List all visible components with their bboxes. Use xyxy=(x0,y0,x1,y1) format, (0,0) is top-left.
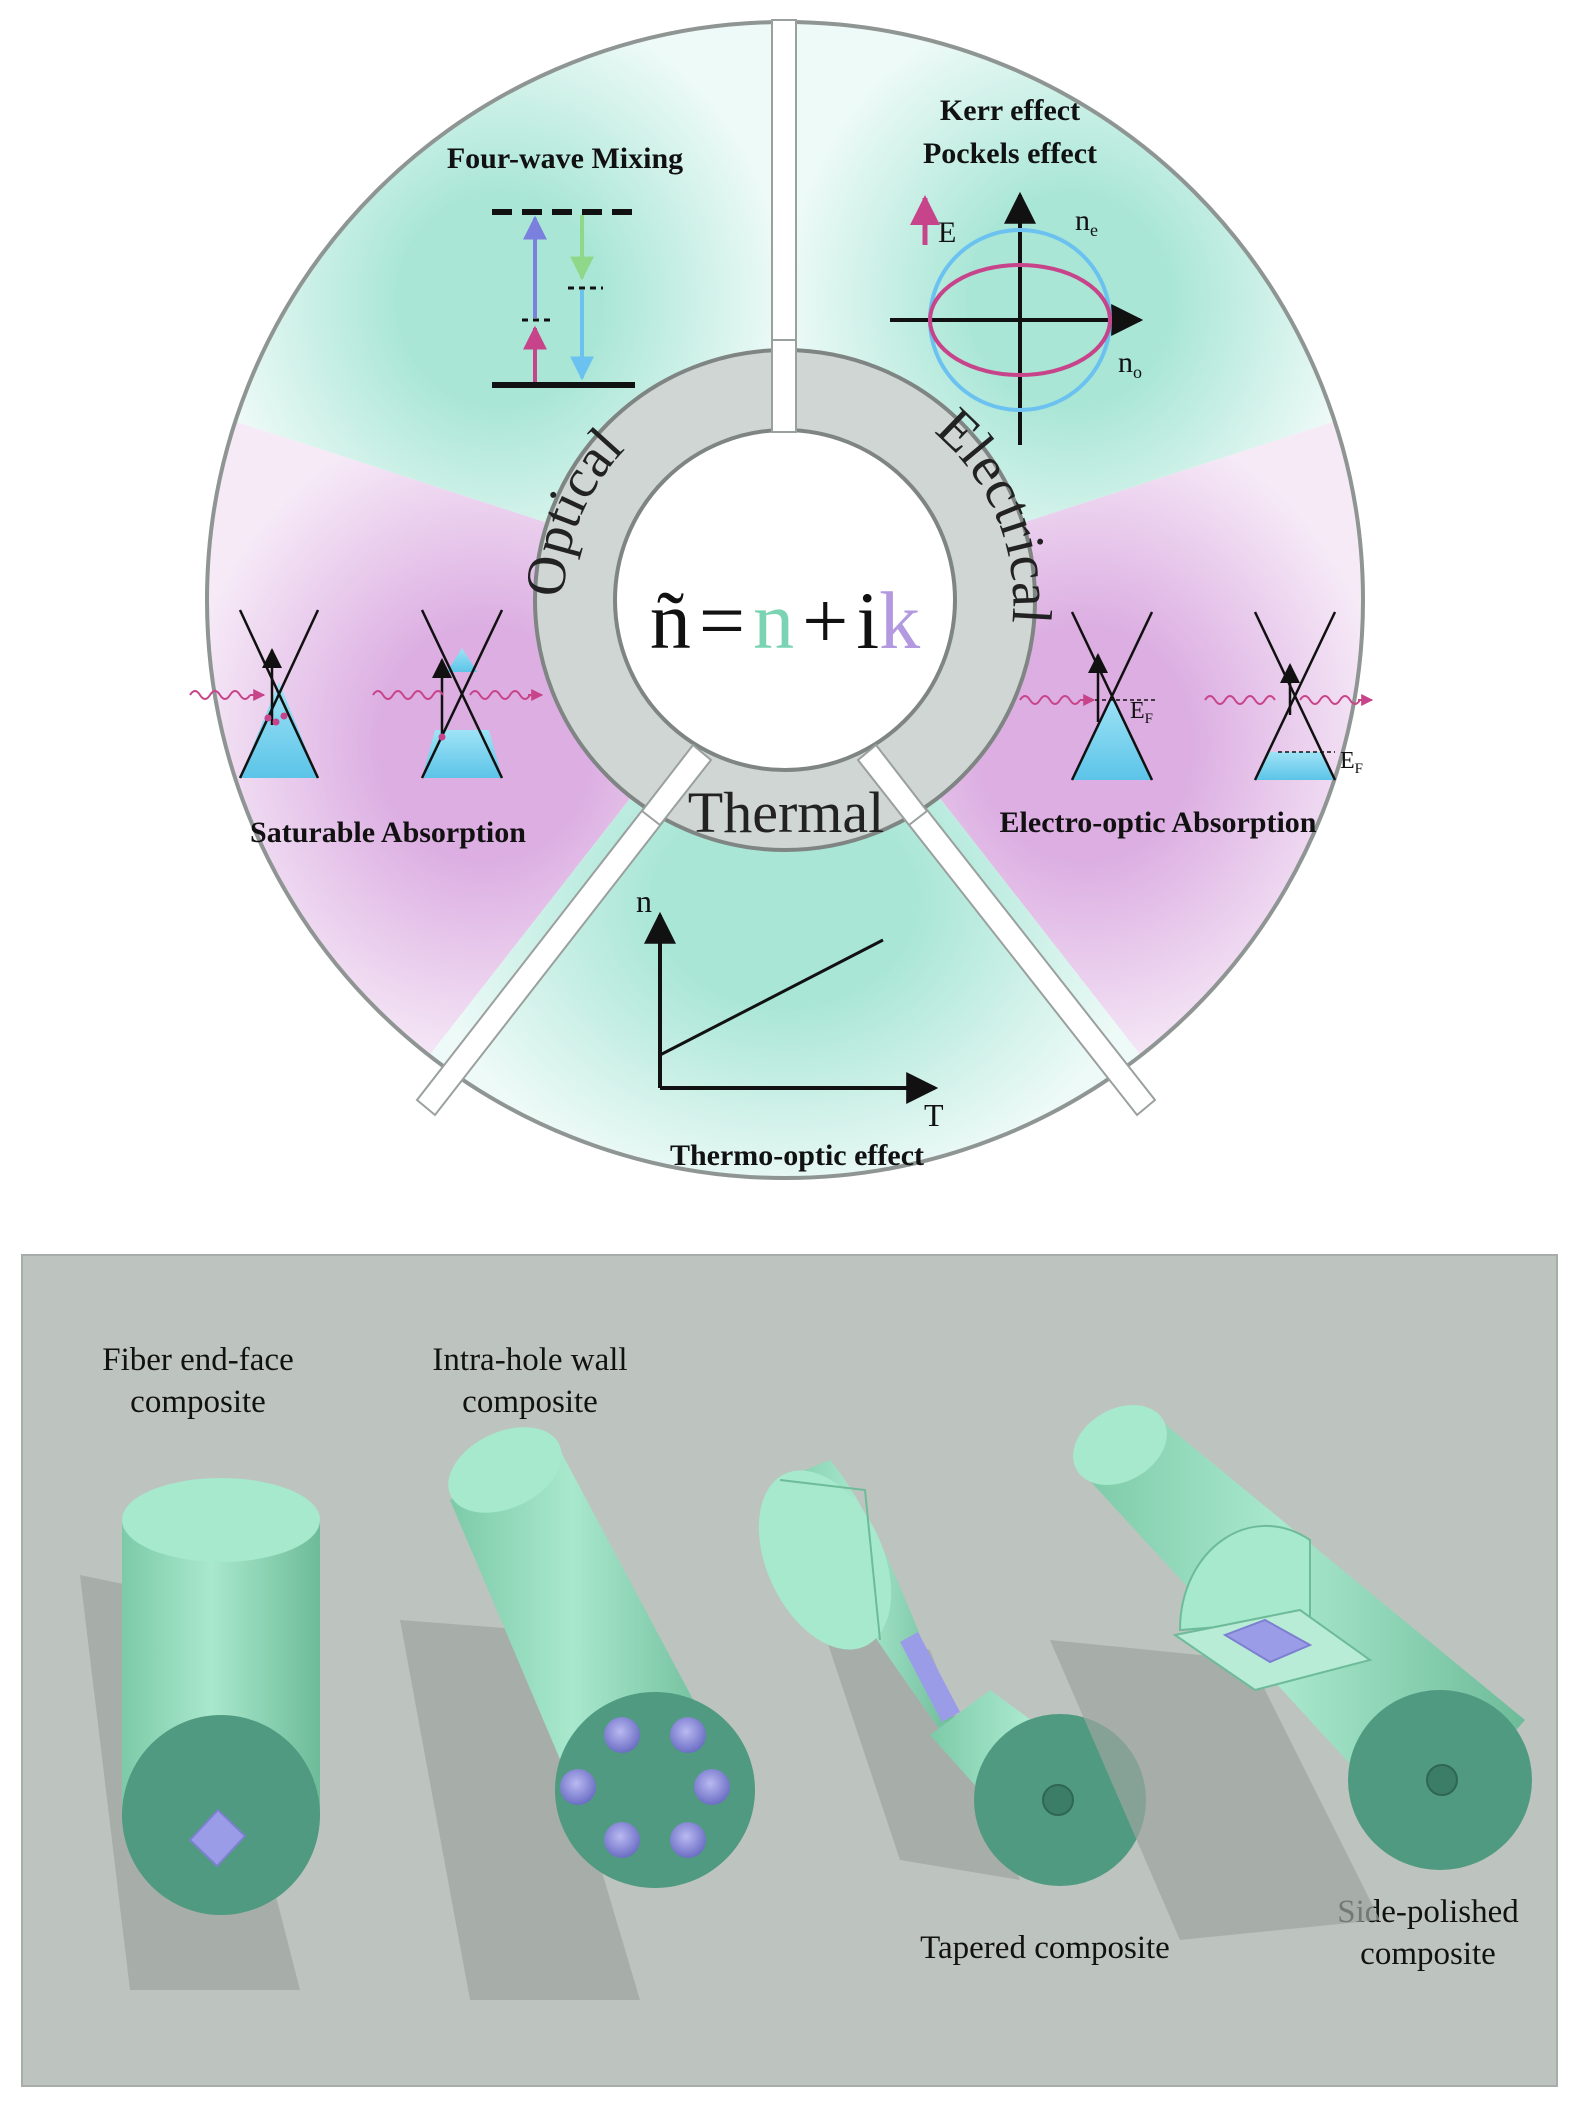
ne-label: ne xyxy=(1075,204,1098,240)
fermi-level-label-1: EF xyxy=(1130,698,1153,727)
mechanism-wheel: Optical Electrical Thermal ñ=n+ik Four-w… xyxy=(189,19,1374,1180)
thermo-line xyxy=(659,938,884,1057)
four-wave-title: Four-wave Mixing xyxy=(447,142,683,175)
dirac-cone-2 xyxy=(372,609,544,779)
fermi-level-label-2: EF xyxy=(1340,748,1363,777)
sector-separators xyxy=(415,19,1157,1117)
dirac-cone-1 xyxy=(189,609,320,779)
kerr-pockels-diagram: Kerr effect Pockels effect E ne no xyxy=(890,94,1144,445)
refractive-index-formula: ñ=n+ik xyxy=(650,575,920,666)
label-end-face-2: composite xyxy=(130,1384,266,1420)
fiber-side-polished-icon xyxy=(1050,1405,1532,1940)
electro-optic-diagram: EF EF Electro-optic Absorption xyxy=(1000,611,1374,839)
index-ellipse xyxy=(928,263,1112,377)
fiber-intra-hole-icon xyxy=(400,1427,755,2000)
field-label: E xyxy=(938,216,956,249)
label-tapered: Tapered composite xyxy=(920,1930,1170,1966)
label-side-polished-2: composite xyxy=(1360,1936,1496,1972)
kerr-title: Kerr effect xyxy=(940,94,1080,127)
no-label: no xyxy=(1118,346,1142,382)
pockels-title: Pockels effect xyxy=(923,137,1097,170)
four-wave-mixing-diagram: Four-wave Mixing xyxy=(447,142,683,388)
thermo-x-label: T xyxy=(924,1097,944,1133)
dirac-cone-4: EF xyxy=(1204,611,1374,781)
fiber-panel: Fiber end-face composite Intra-hole wall… xyxy=(21,1254,1558,2087)
saturable-absorption-diagram: Saturable Absorption xyxy=(189,609,544,849)
label-intra-hole-2: composite xyxy=(462,1384,598,1420)
electro-optic-title: Electro-optic Absorption xyxy=(1000,806,1317,839)
label-intra-hole-1: Intra-hole wall xyxy=(432,1342,627,1378)
label-end-face-1: Fiber end-face xyxy=(102,1342,293,1378)
fiber-end-face-icon xyxy=(80,1478,320,1990)
thermo-title: Thermo-optic effect xyxy=(670,1139,924,1172)
ring-label-thermal: Thermal xyxy=(688,780,884,845)
thermo-y-label: n xyxy=(636,883,652,919)
thermo-optic-diagram: n T Thermo-optic effect xyxy=(636,883,944,1172)
sector-thermo xyxy=(415,600,1155,1180)
saturable-title: Saturable Absorption xyxy=(250,816,526,849)
dirac-cone-3: EF xyxy=(1019,611,1155,781)
